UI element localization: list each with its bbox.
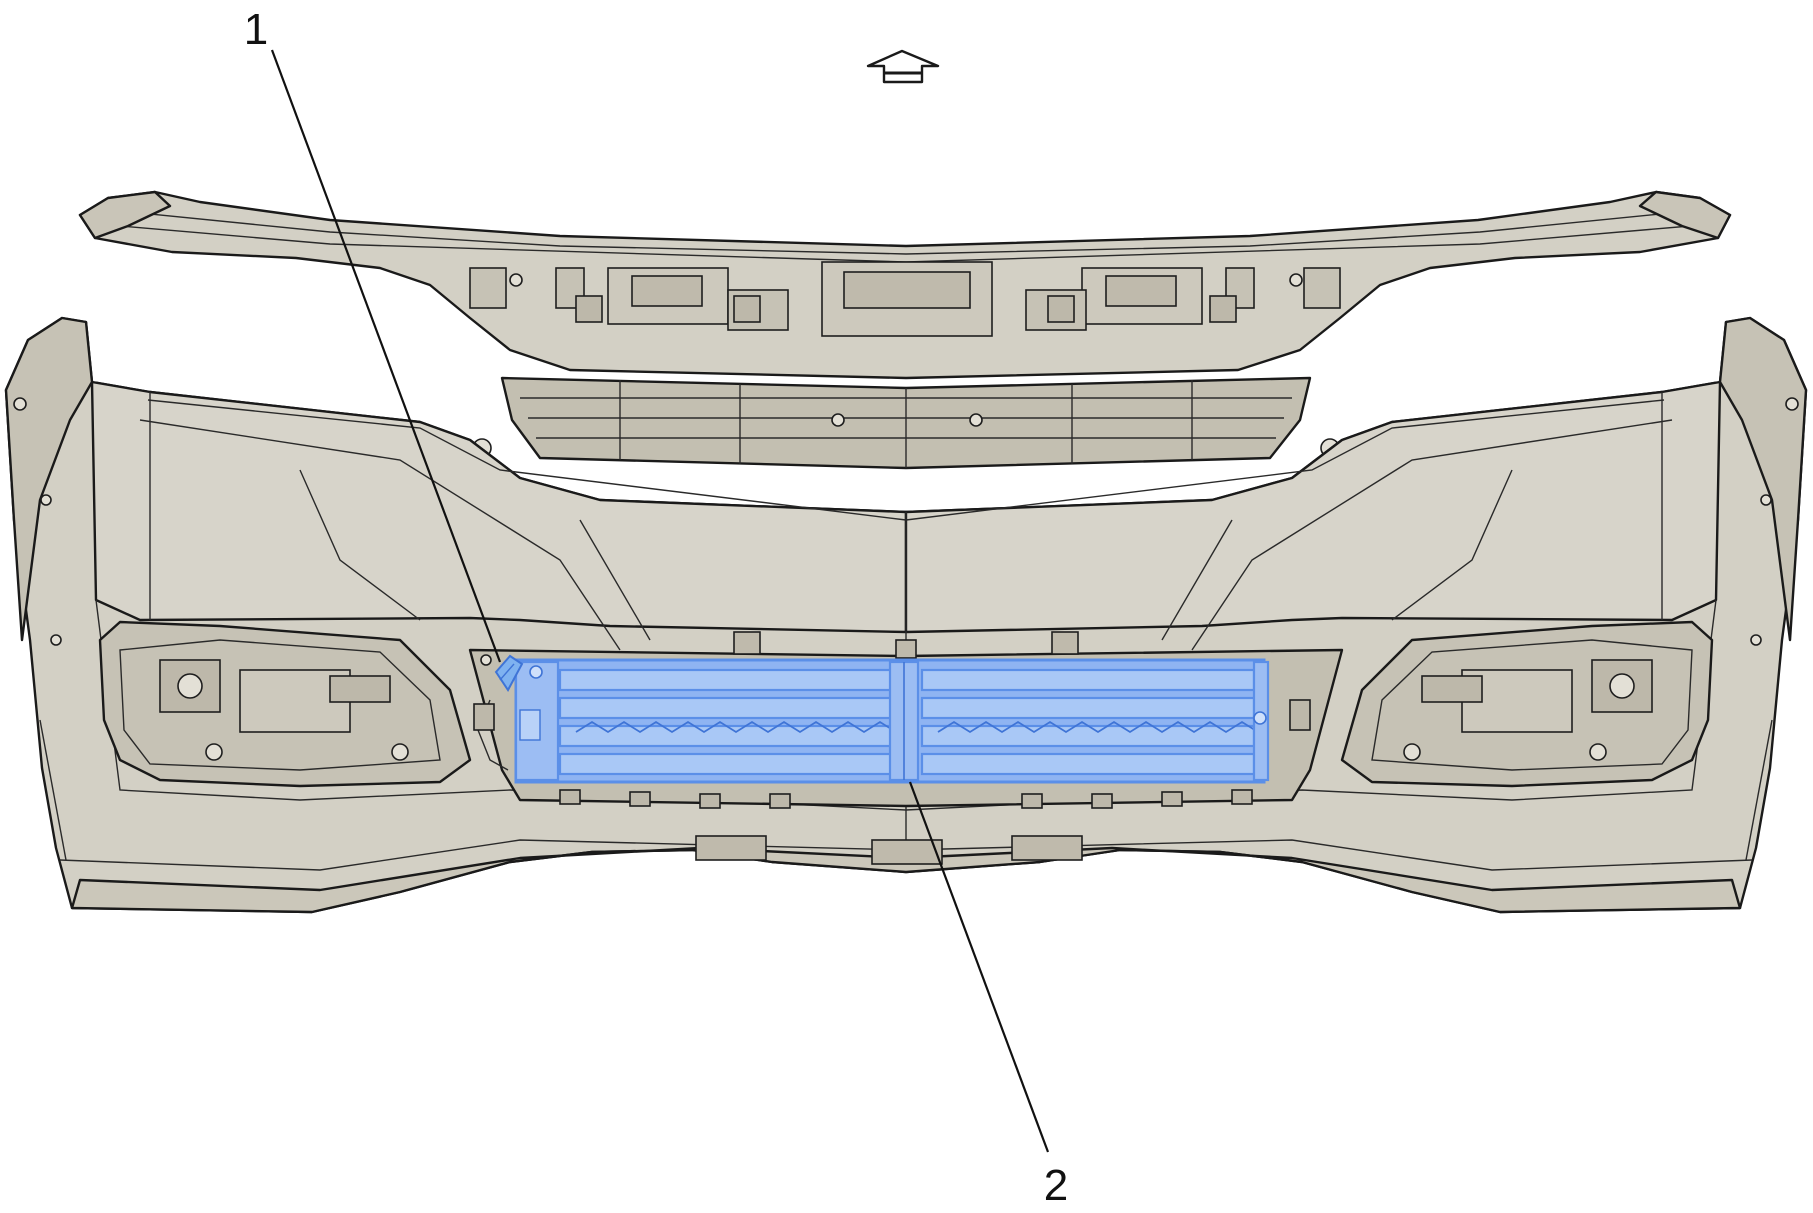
grille-shutter-assembly: [514, 658, 1270, 784]
callout-2: 2: [908, 781, 1068, 1210]
callout-1: 1: [244, 5, 502, 663]
callout-1-label: 1: [244, 5, 268, 54]
callout-2-label: 2: [1044, 1161, 1068, 1210]
upper-fascia-support: [78, 190, 1732, 470]
right-fog-lamp-area: [1340, 620, 1714, 788]
left-fog-lamp-area: [98, 620, 472, 788]
up-arrow-icon: [866, 49, 940, 84]
shutter-actuator-connector: [473, 654, 1311, 771]
